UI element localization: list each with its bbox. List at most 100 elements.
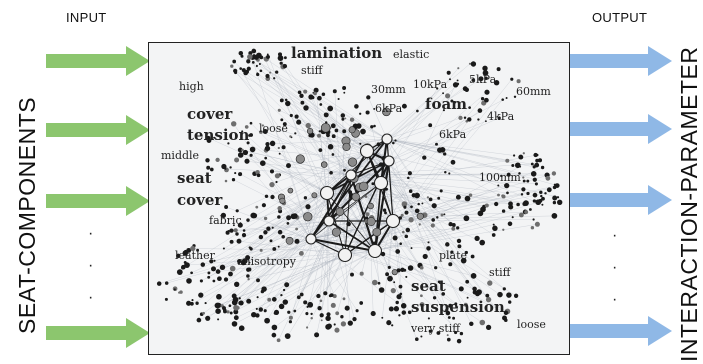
graph-edge xyxy=(306,220,330,314)
graph-node xyxy=(299,292,304,297)
graph-node xyxy=(186,300,192,306)
graph-node xyxy=(518,172,521,175)
graph-node xyxy=(557,199,563,205)
graph-node xyxy=(231,321,238,327)
graph-edge xyxy=(237,150,368,211)
graph-node xyxy=(266,54,270,59)
graph-node xyxy=(464,250,468,255)
graph-edge xyxy=(368,97,388,140)
graph-node xyxy=(266,226,271,231)
graph-node xyxy=(484,76,488,80)
graph-node xyxy=(456,338,462,344)
graph-edge xyxy=(254,173,312,240)
graph-node xyxy=(209,167,214,172)
graph-edge xyxy=(236,250,376,318)
graph-node xyxy=(470,273,477,279)
label-lamination: lamination xyxy=(291,44,383,62)
graph-node xyxy=(445,310,451,316)
graph-edge xyxy=(240,154,394,222)
graph-node xyxy=(535,158,539,163)
graph-node xyxy=(419,302,425,308)
graph-node xyxy=(272,247,277,251)
graph-node xyxy=(269,169,275,174)
graph-node xyxy=(275,180,278,184)
graph-node xyxy=(303,300,308,305)
graph-edge xyxy=(310,193,546,240)
graph-node xyxy=(487,280,493,286)
graph-edge xyxy=(386,138,464,261)
graph-node xyxy=(269,181,275,188)
graph-node xyxy=(398,284,403,289)
graph-node xyxy=(464,195,471,202)
label-6kpa-top: 6kPa xyxy=(375,102,403,115)
graph-node xyxy=(456,226,460,230)
input-arrow xyxy=(46,46,150,76)
graph-node xyxy=(497,291,503,298)
graph-edge xyxy=(331,160,390,173)
graph-node xyxy=(248,51,253,56)
graph-edge xyxy=(331,220,394,296)
graph-edge xyxy=(374,202,539,252)
graph-edge xyxy=(227,238,312,313)
graph-edge xyxy=(325,254,346,294)
graph-edge xyxy=(268,220,330,229)
label-very-stiff: very stiff xyxy=(411,322,461,335)
graph-node xyxy=(173,288,176,291)
graph-node xyxy=(346,221,351,227)
graph-node xyxy=(186,278,192,284)
graph-edge xyxy=(191,238,312,304)
graph-node xyxy=(501,194,506,199)
graph-node xyxy=(446,70,451,75)
graph-node xyxy=(278,152,281,155)
graph-edge xyxy=(374,250,410,313)
graph-node xyxy=(401,310,407,315)
graph-node xyxy=(259,160,266,167)
graph-edge xyxy=(287,182,382,337)
graph-node xyxy=(224,167,227,170)
graph-node xyxy=(541,196,545,201)
label-6kpa-mid: 6kPa xyxy=(439,128,467,141)
graph-node xyxy=(202,311,205,315)
graph-node xyxy=(204,302,207,305)
graph-node xyxy=(207,275,211,279)
graph-node xyxy=(504,182,510,189)
output-header: OUTPUT xyxy=(592,10,648,25)
graph-node xyxy=(437,196,441,200)
graph-node xyxy=(539,190,543,195)
graph-node xyxy=(271,297,277,302)
graph-node xyxy=(463,302,468,307)
graph-edge xyxy=(301,192,328,254)
graph-node xyxy=(390,287,396,294)
graph-node xyxy=(293,309,297,313)
graph-node xyxy=(519,165,522,168)
graph-node xyxy=(224,205,229,209)
label-seat-cover: cover xyxy=(177,191,223,209)
graph-node xyxy=(238,301,243,305)
graph-node xyxy=(229,265,236,272)
graph-node xyxy=(342,142,351,151)
graph-node xyxy=(373,107,376,110)
graph-node xyxy=(246,218,250,222)
label-elastic: elastic xyxy=(393,48,430,61)
graph-node xyxy=(436,87,439,90)
graph-edge xyxy=(281,63,352,176)
graph-edge xyxy=(310,238,335,297)
graph-node xyxy=(284,98,288,102)
graph-node xyxy=(537,158,543,163)
graph-node xyxy=(279,61,283,65)
graph-node xyxy=(234,157,240,163)
graph-node xyxy=(164,281,169,285)
graph-node xyxy=(350,272,354,277)
graph-node xyxy=(296,295,301,300)
graph-edge xyxy=(386,138,535,168)
label-tension: tension xyxy=(187,126,250,144)
graph-node xyxy=(491,233,496,237)
graph-node xyxy=(422,253,428,259)
graph-node xyxy=(318,130,321,133)
graph-node xyxy=(441,292,446,296)
graph-node xyxy=(237,147,243,153)
graph-node xyxy=(319,313,324,318)
graph-node xyxy=(294,132,297,135)
graph-node xyxy=(416,212,424,220)
graph-node xyxy=(507,172,510,175)
